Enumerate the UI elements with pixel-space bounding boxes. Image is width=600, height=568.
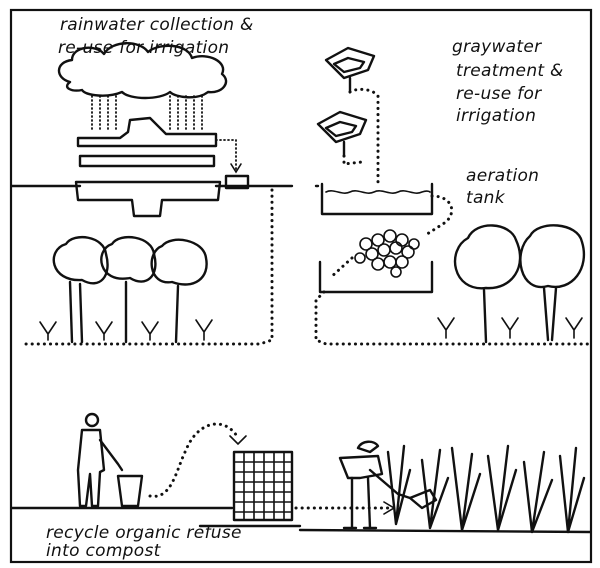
graywater-label-line1: graywater	[452, 37, 542, 57]
person-with-bucket	[78, 414, 142, 506]
arrow-bin	[230, 436, 246, 444]
compost-panel: recycle organic refuse into compost	[12, 414, 590, 561]
rain-irrigation-pipe	[24, 190, 272, 344]
tank-outflow	[424, 196, 452, 236]
building-foundation	[76, 182, 220, 216]
building-roof	[78, 118, 216, 146]
compost-label-line1: recycle organic refuse	[46, 523, 242, 543]
refuse-flow	[150, 424, 238, 496]
aeration-label-line2: tank	[466, 188, 506, 208]
gravel-filter	[355, 230, 419, 277]
graywater-label-line4: irrigation	[456, 106, 536, 126]
rain-drops	[92, 96, 202, 130]
compost-label-line2: into compost	[46, 541, 162, 561]
filter-inflow	[330, 258, 352, 278]
graywater-trees	[455, 225, 584, 342]
rainwater-panel: rainwater collection & re-use for irriga…	[12, 15, 292, 344]
lower-basin	[320, 262, 432, 292]
sink-upper	[326, 48, 374, 92]
compost-bin	[234, 452, 292, 520]
gutter-flow	[216, 140, 236, 170]
graywater-drain-2	[344, 156, 362, 164]
graywater-panel: graywater treatment & re-use for irrigat…	[316, 37, 588, 344]
reed-plants	[388, 446, 584, 532]
rain-trees	[54, 237, 207, 342]
graywater-label-line2: treatment &	[456, 61, 564, 81]
rainwater-label-line1: rainwater collection &	[60, 15, 254, 35]
aeration-label-line1: aeration	[466, 166, 539, 186]
graywater-label-line3: re-use for	[456, 84, 542, 104]
building-floor	[80, 156, 214, 166]
tank-water	[326, 191, 430, 193]
graywater-drain	[350, 89, 378, 186]
aeration-tank	[322, 184, 432, 214]
graywater-groundcover	[438, 318, 582, 338]
sink-lower	[318, 112, 366, 156]
